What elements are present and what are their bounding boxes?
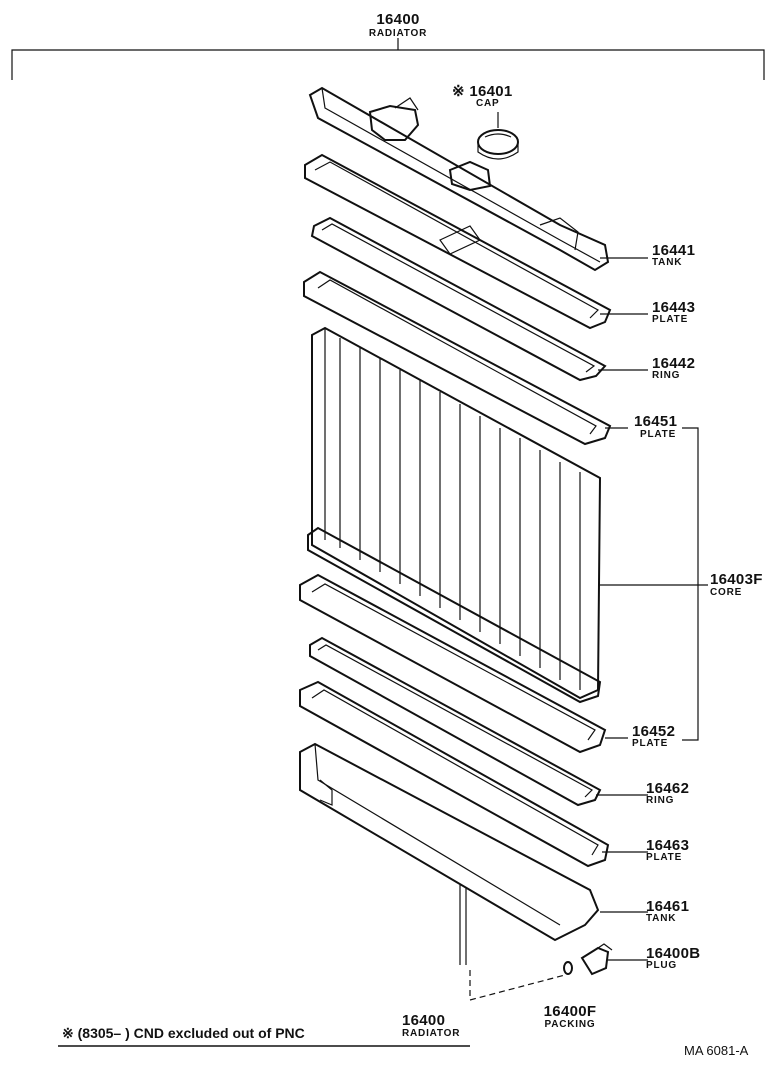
part-number-drain-plug: 16400B xyxy=(646,945,701,962)
core-drawing xyxy=(307,326,602,704)
part-name-lower-plate: PLATE xyxy=(646,852,683,863)
lower-tank-drawing xyxy=(299,742,600,965)
part-number-packing: 16400F xyxy=(543,1003,597,1020)
part-name-lower-ring: RING xyxy=(646,795,675,806)
part-number-cap-value: 16401 xyxy=(469,83,513,100)
footnote-number: 16400 xyxy=(402,1012,446,1029)
core-bottom-plate-drawing xyxy=(299,573,607,754)
footnote-text: ※ (8305– ) CND excluded out of PNC xyxy=(62,1025,305,1041)
part-name-upper-plate: PLATE xyxy=(652,314,689,325)
packing-drawing xyxy=(563,961,573,975)
core-group-bracket xyxy=(682,427,699,741)
title-number: 16400 xyxy=(376,11,420,28)
part-number-cap: ※ 16401 xyxy=(452,84,513,99)
part-number-upper-tank: 16441 xyxy=(652,242,696,259)
assembly-bracket xyxy=(11,38,765,80)
drain-plug-drawing xyxy=(580,943,613,976)
part-number-core: 16403F xyxy=(710,571,763,588)
lower-ring-drawing xyxy=(309,636,602,807)
part-number-lower-tank: 16461 xyxy=(646,898,690,915)
part-name-upper-ring: RING xyxy=(652,370,681,381)
cap-drawing xyxy=(477,112,519,160)
part-name-core-bottom-plate: PLATE xyxy=(632,738,669,749)
part-number-core-bottom-plate: 16452 xyxy=(632,723,676,740)
upper-ring-drawing xyxy=(310,216,607,382)
lower-plate-drawing xyxy=(299,680,610,868)
part-number-upper-plate: 16443 xyxy=(652,299,696,316)
upper-tank-drawing xyxy=(308,86,610,272)
part-name-core-top-plate: PLATE xyxy=(640,429,677,440)
part-name-core: CORE xyxy=(710,587,743,598)
part-number-upper-ring: 16442 xyxy=(652,355,696,372)
part-name-cap: CAP xyxy=(476,98,500,109)
part-name-packing: PACKING xyxy=(544,1019,596,1030)
part-number-lower-plate: 16463 xyxy=(646,837,690,854)
footnote-name: RADIATOR xyxy=(402,1028,461,1039)
title-name: RADIATOR xyxy=(368,28,428,39)
packing-dashed-leader xyxy=(469,970,566,1001)
part-number-lower-ring: 16462 xyxy=(646,780,690,797)
upper-plate-drawing xyxy=(304,153,612,330)
part-number-core-top-plate: 16451 xyxy=(634,413,678,430)
part-name-upper-tank: TANK xyxy=(652,257,683,268)
note-marker-icon: ※ xyxy=(452,83,465,100)
core-top-plate-drawing xyxy=(303,270,612,446)
part-name-lower-tank: TANK xyxy=(646,913,677,924)
part-name-drain-plug: PLUG xyxy=(646,960,677,971)
diagram-code: MA 6081-A xyxy=(684,1043,749,1058)
